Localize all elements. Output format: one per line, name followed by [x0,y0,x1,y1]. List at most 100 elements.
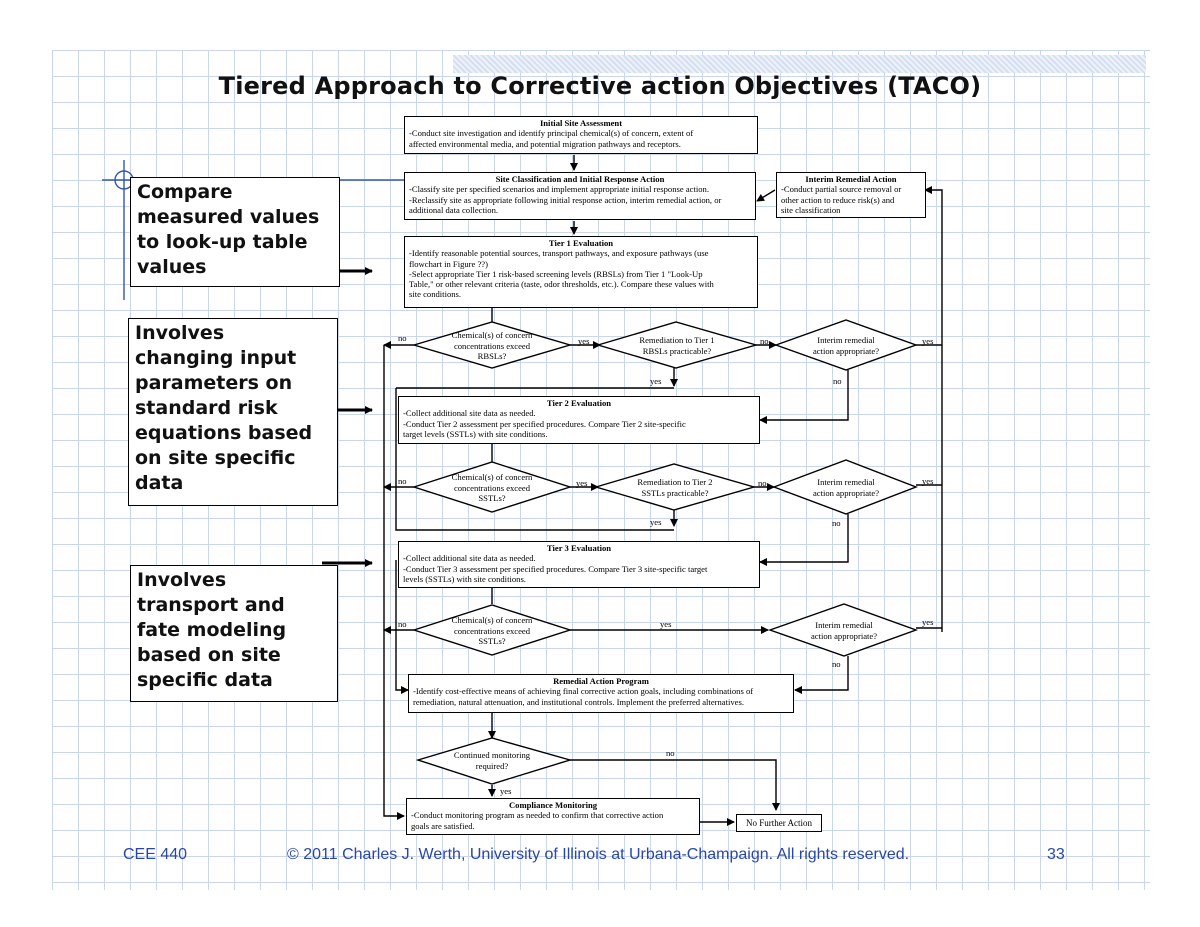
diamond-c3-text: Chemical(s) of concern concentrations ex… [422,615,562,647]
box-line: -Collect additional site data as needed. [403,553,536,564]
box-line: -Conduct Tier 3 assessment per specified… [403,563,708,574]
label-yes: yes [660,619,672,629]
diamond-line: Remediation to Tier 2 [637,477,713,487]
box-title: Tier 1 Evaluation [548,238,614,248]
diamond-line: Remediation to Tier 1 [639,335,715,345]
note3-line: transport and [137,594,285,616]
box-line: affected environmental media, and potent… [409,138,681,149]
box-title: Initial Site Assessment [539,118,623,128]
diamond-line: required? [475,760,509,771]
box-line: Table," or other relevant criteria (tast… [409,279,714,290]
diamond-line: SSTLs? [478,636,506,646]
label-yes: yes [922,617,934,627]
label-yes: yes [922,336,934,346]
box-initial-site-assessment: Initial Site Assessment -Conduct site in… [404,116,758,154]
diamond-line: SSTLs practicable? [641,487,709,498]
box-title: Compliance Monitoring [508,800,598,810]
diamond-line: Continued monitoring [453,750,531,760]
diamond-r2-shape [593,463,757,511]
box-title: Tier 3 Evaluation [546,543,612,553]
note-compare-values: Compare measured values to look-up table… [130,177,340,287]
box-title: Tier 2 Evaluation [546,398,612,408]
box-line: target levels (SSTLs) with site conditio… [403,428,548,439]
label-no: no [666,748,675,758]
box-title: Site Classification and Initial Response… [495,174,665,184]
arrow-i3-no-to-remedial [794,656,849,694]
box-no-further-action: No Further Action [736,814,822,832]
box-tier1-evaluation: Tier 1 Evaluation -Identify reasonable p… [404,236,758,308]
diamond-line: Chemical(s) of concern [451,472,533,482]
note2-line: data [135,472,184,494]
arrow-i2-no-to-tier3 [759,514,849,566]
slide-title: Tiered Approach to Corrective action Obj… [218,72,982,100]
diamond-line: Chemical(s) of concern [451,615,533,625]
box-tier2-evaluation: Tier 2 Evaluation -Collect additional si… [398,396,760,444]
label-yes: yes [650,376,662,386]
diamond-c2-shape [411,461,573,513]
diamond-i2-shape [772,459,918,515]
label-yes: yes [578,336,590,346]
diamond-c1-text: Chemical(s) of concern concentrations ex… [422,330,562,362]
label-yes: yes [576,478,588,488]
arrow-to-remedial [395,560,409,694]
label-no: no [833,376,842,386]
box-line: -Classify site per specified scenarios a… [409,184,709,195]
diamond-c3-shape [411,604,573,656]
diamond-r1-text: Remediation to Tier 1 RBSLs practicable? [608,335,746,356]
diamond-c2-text: Chemical(s) of concern concentrations ex… [422,472,562,504]
box-line: remediation, natural attenuation, and in… [413,696,744,707]
diamond-i2-text: Interim remedial action appropriate? [786,477,906,498]
arrow-interim-to-classification [756,189,776,202]
note2-line: standard risk [135,397,278,419]
label-no: no [832,659,841,669]
diamond-i1-shape [773,319,919,371]
arrow-to-interim [924,186,943,632]
diamond-line: action appropriate? [812,345,880,356]
label-no: no [398,619,407,629]
diamond-line: RBSLs practicable? [642,345,712,356]
note1-line: values [137,256,207,278]
note-changing-parameters: Involves changing input parameters on st… [128,318,338,506]
box-line: -Select appropriate Tier 1 risk-based sc… [409,268,703,279]
note2-line: Involves [135,322,225,344]
diamond-line: RBSLs? [477,351,507,361]
diamond-line: action appropriate? [810,630,878,641]
box-line: other action to reduce risk(s) and [781,194,895,205]
note2-line: on site specific [135,447,296,469]
box-line: site classification [781,204,841,215]
arrow-no-bypass-to-compliance [383,345,405,820]
box-line: site conditions. [409,289,462,300]
diamond-line: concentrations exceed [453,625,531,636]
diamond-line: Interim remedial [815,620,873,630]
label-no: no [398,333,407,343]
note2-line: parameters on [135,372,293,394]
label-yes: yes [500,786,512,796]
note1-line: measured values [137,206,320,228]
diamond-line: concentrations exceed [453,340,531,351]
footer-copyright: © 2011 Charles J. Werth, University of I… [287,846,910,863]
note3-line: fate modeling [137,619,287,641]
diamond-line: Interim remedial [817,477,875,487]
footer-page-number: 33 [1047,846,1065,863]
note2-line: equations based [135,422,313,444]
box-interim-remedial-action: Interim Remedial Action -Conduct partial… [776,172,926,218]
diamond-mon-text: Continued monitoring required? [428,750,556,771]
box-line: -Identify reasonable potential sources, … [409,248,709,259]
diamond-i3-text: Interim remedial action appropriate? [784,620,904,641]
box-tier3-evaluation: Tier 3 Evaluation -Collect additional si… [398,541,760,588]
diamond-line: concentrations exceed [453,482,531,493]
label-no: no [758,478,767,488]
diamond-line: SSTLs? [478,493,506,503]
footer-course: CEE 440 [123,846,188,863]
diamond-r1-shape [595,321,759,369]
arrow-monitoring-no [570,759,780,811]
note-transport-modeling: Involves transport and fate modeling bas… [130,565,338,702]
diamond-c1-shape [411,321,573,369]
diamond-line: Interim remedial [817,335,875,345]
diamond-mon-shape [415,737,573,785]
line-tier-left-bracket [395,388,674,531]
label-no: no [832,518,841,528]
note1-line: Compare [137,181,233,203]
